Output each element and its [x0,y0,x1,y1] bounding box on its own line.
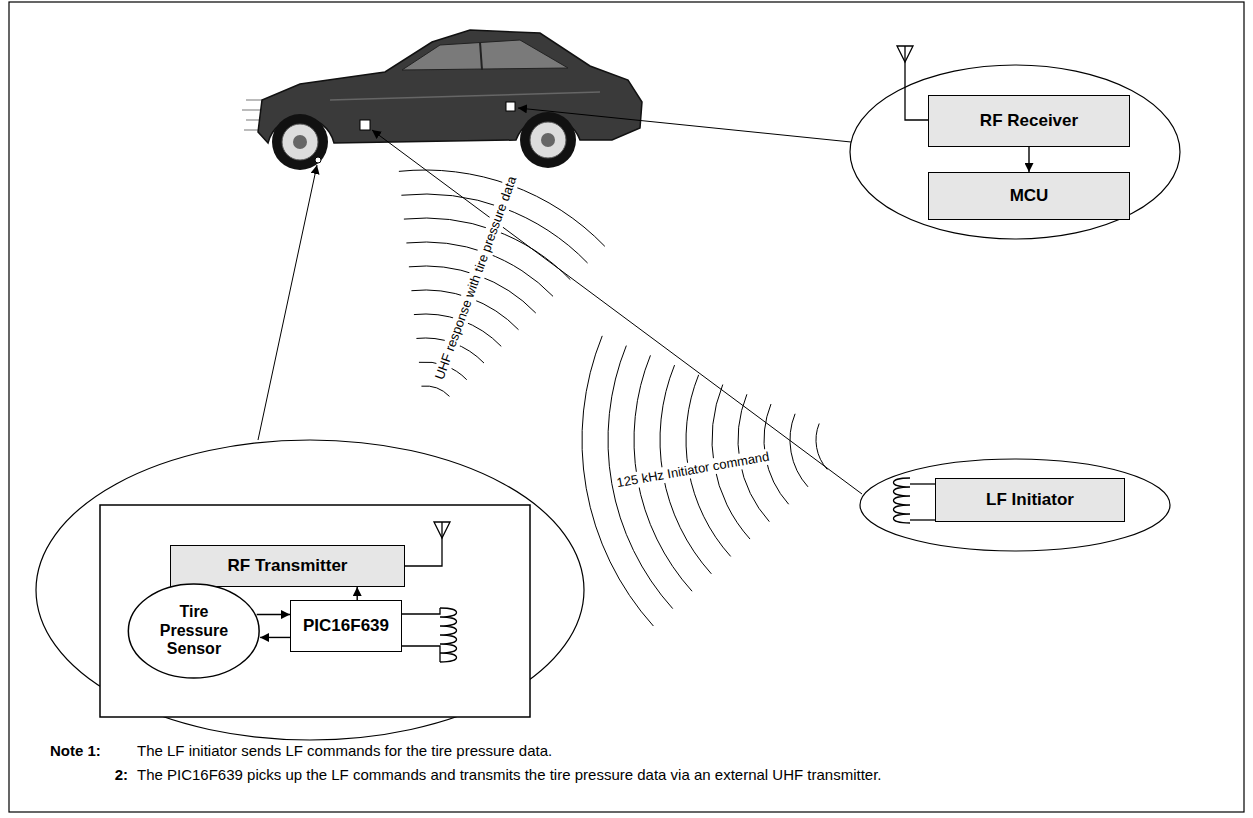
antenna-symbol [897,46,928,120]
signal-arrow [257,614,290,615]
wave-arc [421,386,449,396]
wave-label: 125 kHz Initiator command [613,448,774,492]
signal-arrow [260,637,290,638]
transmitter-box: RF Transmitter [170,545,405,587]
node-label: Tire Pressure Sensor [154,603,234,658]
radio-waves [399,170,827,626]
node-label: LF Initiator [986,490,1074,510]
frame [9,2,1244,812]
note-text: The LF initiator sends LF commands for t… [137,740,1197,762]
receiver-box: RF Receiver [928,95,1130,147]
sensor-circle: Tire Pressure Sensor [127,583,260,679]
signal-arrow [357,587,358,600]
node-label: PIC16F639 [303,616,389,636]
signal-arrow [1028,147,1029,172]
leader-line [258,165,317,440]
car-illustration [242,30,642,170]
coil-symbol [894,478,936,523]
node-label: RF Receiver [980,111,1078,131]
mcu-chip-box: PIC16F639 [290,600,402,652]
coil-symbol [402,608,457,662]
leader-line [518,108,851,142]
wave-arc [790,414,808,487]
leader-line [372,130,862,494]
transmitter-housing [100,505,530,717]
note-label: 2: [50,764,128,786]
wave-label: UHF response with tire pressure data [431,171,522,384]
node-label: MCU [1010,186,1049,206]
mcu-box: MCU [928,172,1130,220]
wave-arc [816,424,827,470]
transmitter-ellipse [36,440,584,740]
antenna-symbol [405,522,450,566]
initiator-box: LF Initiator [935,478,1125,522]
initiator-ellipse [860,459,1170,551]
node-label: RF Transmitter [228,556,348,576]
note-text: The PIC16F639 picks up the LF commands a… [137,764,1132,786]
note-label: Note 1: [50,740,130,762]
receiver-ellipse [850,65,1180,239]
